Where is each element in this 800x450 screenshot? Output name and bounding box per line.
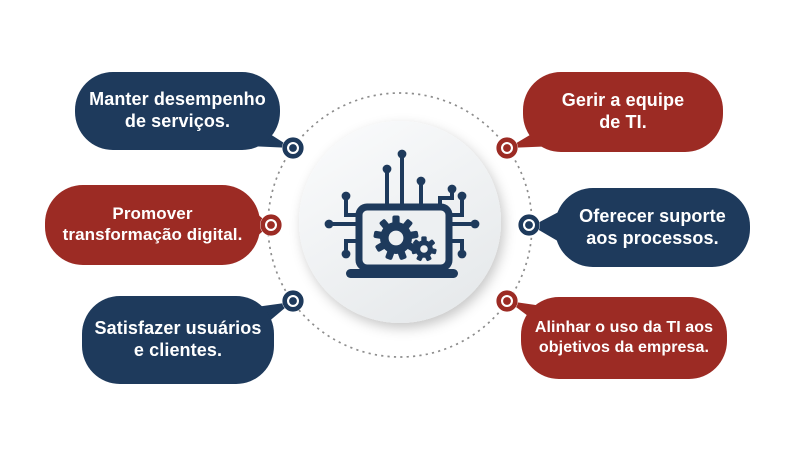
bubble-text-line: de TI. — [599, 112, 647, 132]
connector-node-top-left — [282, 137, 304, 159]
speech-bubble-middle-right: Oferecer suporte aos processos. — [555, 188, 750, 267]
speech-bubble-middle-left: Promover transformação digital. — [45, 185, 260, 265]
speech-bubble-top-left: Manter desempenho de serviços. — [75, 72, 280, 150]
bubble-text-line: Promover — [112, 204, 193, 224]
connector-node-middle-left — [260, 214, 282, 236]
gear-small-icon — [411, 236, 437, 262]
bubble-text-line: aos processos. — [586, 227, 719, 248]
connector-node-bottom-right — [496, 290, 518, 312]
bubble-text-line: Gerir a equipe — [561, 90, 685, 111]
connector-node-bottom-left — [282, 290, 304, 312]
circuit-nodes — [324, 149, 480, 259]
connector-nodes — [260, 137, 540, 312]
bubble-text-line: de serviços. — [124, 111, 231, 131]
speech-bubble-bottom-right: Alinhar o uso da TI aos objetivos da emp… — [521, 297, 727, 379]
connector-node-middle-right — [518, 214, 540, 236]
bubble-text-line: transformação digital. — [62, 225, 243, 244]
bubble-text-line: Alinhar o uso da TI aos — [534, 319, 714, 337]
laptop-base — [346, 269, 458, 278]
bubble-text-line: objetivos da empresa. — [538, 339, 710, 356]
speech-bubble-top-right: Gerir a equipe de TI. — [523, 72, 723, 152]
speech-bubble-bottom-left: Satisfazer usuários e clientes. — [82, 296, 274, 384]
bubble-text-line: Manter desempenho — [89, 89, 266, 110]
bubble-text-line: e clientes. — [133, 340, 223, 360]
bubble-text-line: Oferecer suporte — [579, 205, 726, 226]
connector-node-top-right — [496, 137, 518, 159]
laptop-circuit-gears-icon — [324, 149, 480, 278]
bubble-text-line: Satisfazer usuários — [94, 318, 262, 339]
